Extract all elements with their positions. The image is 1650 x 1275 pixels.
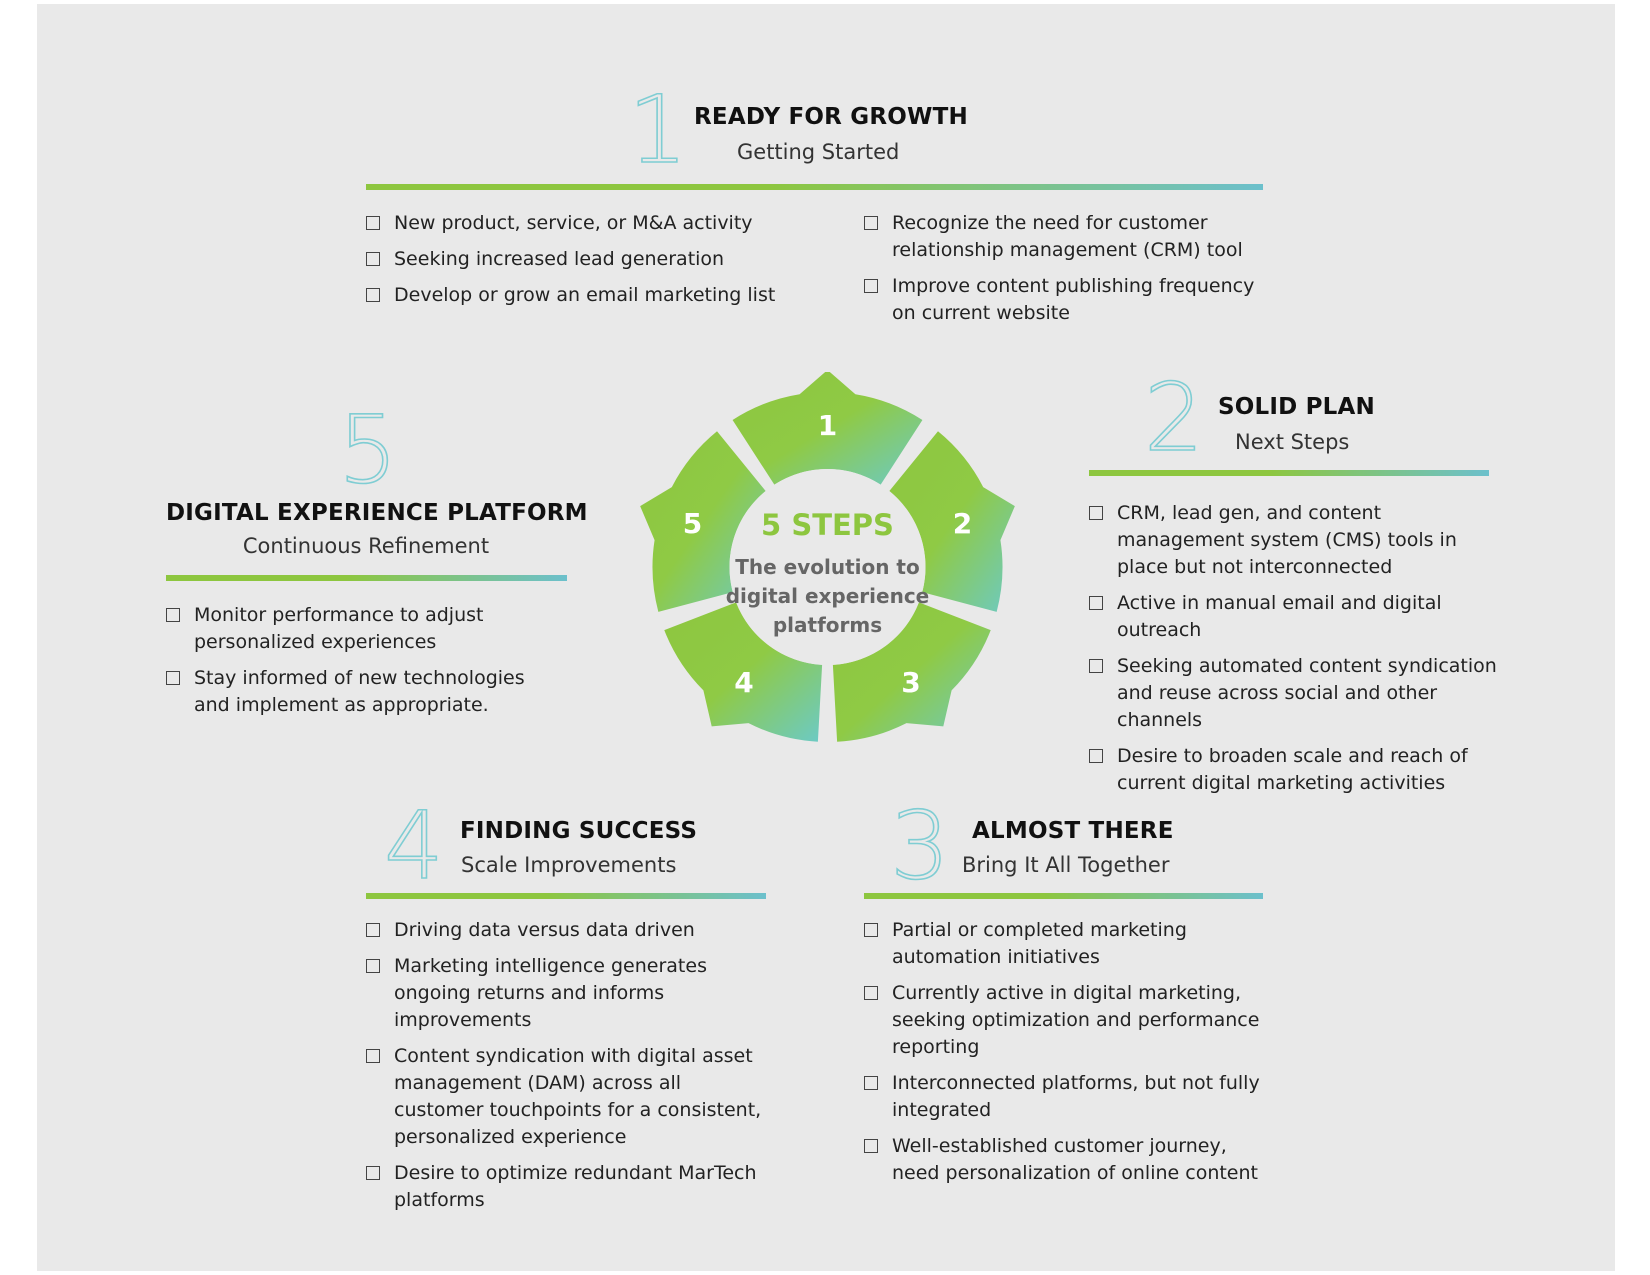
step-3-title: ALMOST THERE bbox=[972, 818, 1174, 844]
wheel-segment-label-5: 5 bbox=[683, 507, 702, 540]
wheel-caption-line-3: platforms bbox=[773, 613, 882, 637]
checklist-item: Well-established customer journey, need … bbox=[864, 1133, 1274, 1187]
wheel-segment-3 bbox=[832, 602, 991, 742]
checklist-item: Monitor performance to adjust personaliz… bbox=[166, 602, 526, 656]
step-1-list-right: Recognize the need for customer relation… bbox=[864, 210, 1284, 336]
step-5-number: 5 bbox=[337, 396, 398, 505]
step-5-title: DIGITAL EXPERIENCE PLATFORM bbox=[166, 500, 588, 526]
checkbox-icon bbox=[366, 288, 380, 302]
step-4-subtitle: Scale Improvements bbox=[461, 853, 677, 877]
step-1-subtitle: Getting Started bbox=[737, 140, 900, 164]
checklist-item: Interconnected platforms, but not fully … bbox=[864, 1070, 1274, 1124]
checklist-item: Recognize the need for customer relation… bbox=[864, 210, 1284, 264]
step-4-title: FINDING SUCCESS bbox=[460, 818, 698, 844]
checklist-item: Desire to broaden scale and reach of cur… bbox=[1089, 743, 1509, 797]
checklist-item: New product, service, or M&A activity bbox=[366, 210, 816, 237]
checkbox-icon bbox=[864, 216, 878, 230]
checkbox-icon bbox=[366, 959, 380, 973]
step-1-list-left: New product, service, or M&A activity Se… bbox=[366, 210, 816, 318]
step-2-divider bbox=[1089, 470, 1489, 476]
step-1-number: 1 bbox=[627, 76, 688, 185]
step-5-list: Monitor performance to adjust personaliz… bbox=[166, 602, 526, 728]
checkbox-icon bbox=[366, 1049, 380, 1063]
wheel-segment-4 bbox=[664, 602, 823, 742]
wheel-segment-label-3: 3 bbox=[901, 666, 920, 699]
checklist-item: Partial or completed marketing automatio… bbox=[864, 917, 1274, 971]
checklist-item: Improve content publishing frequency on … bbox=[864, 273, 1284, 327]
step-2-subtitle: Next Steps bbox=[1235, 430, 1350, 454]
checklist-item: Active in manual email and digital outre… bbox=[1089, 590, 1509, 644]
checkbox-icon bbox=[1089, 506, 1103, 520]
checkbox-icon bbox=[1089, 749, 1103, 763]
wheel-title: 5 STEPS bbox=[761, 508, 894, 542]
wheel-segments bbox=[640, 372, 1015, 742]
steps-wheel: 1 2 3 4 5 5 STEPS The evolution to digital e… bbox=[640, 372, 1015, 747]
step-1-divider bbox=[366, 184, 1263, 190]
checkbox-icon bbox=[366, 923, 380, 937]
checkbox-icon bbox=[864, 923, 878, 937]
wheel-segment-label-4: 4 bbox=[734, 666, 753, 699]
step-5-divider bbox=[166, 575, 567, 581]
checkbox-icon bbox=[864, 1076, 878, 1090]
checklist-item: Content syndication with digital asset m… bbox=[366, 1043, 771, 1151]
step-3-number: 3 bbox=[889, 792, 950, 901]
step-2-number: 2 bbox=[1143, 364, 1204, 473]
checklist-item: Develop or grow an email marketing list bbox=[366, 282, 816, 309]
step-2-list: CRM, lead gen, and content management sy… bbox=[1089, 500, 1509, 806]
step-2-title: SOLID PLAN bbox=[1218, 394, 1375, 420]
checklist-item: Desire to optimize redundant MarTech pla… bbox=[366, 1160, 771, 1214]
checkbox-icon bbox=[366, 1166, 380, 1180]
step-5-subtitle: Continuous Refinement bbox=[242, 534, 490, 558]
checklist-item: Marketing intelligence generates ongoing… bbox=[366, 953, 771, 1034]
step-1-title: READY FOR GROWTH bbox=[694, 104, 968, 130]
step-4-divider bbox=[366, 893, 766, 899]
step-4-list: Driving data versus data driven Marketin… bbox=[366, 917, 771, 1223]
wheel-segment-label-2: 2 bbox=[953, 507, 972, 540]
checkbox-icon bbox=[1089, 659, 1103, 673]
checkbox-icon bbox=[366, 252, 380, 266]
checklist-item: Seeking automated content syndication an… bbox=[1089, 653, 1509, 734]
checkbox-icon bbox=[864, 1139, 878, 1153]
checkbox-icon bbox=[1089, 596, 1103, 610]
wheel-caption-line-2: digital experience bbox=[726, 584, 930, 608]
step-3-list: Partial or completed marketing automatio… bbox=[864, 917, 1274, 1196]
wheel-segment-1 bbox=[732, 372, 923, 485]
wheel-hub bbox=[729, 469, 926, 665]
wheel-segment-label-1: 1 bbox=[818, 409, 837, 442]
checklist-item: Stay informed of new technologies and im… bbox=[166, 665, 526, 719]
checkbox-icon bbox=[166, 608, 180, 622]
checklist-item: Seeking increased lead generation bbox=[366, 246, 816, 273]
wheel-segment-5 bbox=[640, 431, 766, 612]
checklist-item: Currently active in digital marketing, s… bbox=[864, 980, 1274, 1061]
wheel-caption-line-1: The evolution to bbox=[735, 555, 920, 579]
checkbox-icon bbox=[166, 671, 180, 685]
step-3-subtitle: Bring It All Together bbox=[962, 853, 1170, 877]
step-4-number: 4 bbox=[383, 792, 444, 901]
step-3-divider bbox=[864, 893, 1263, 899]
steps-wheel-graphic: 1 2 3 4 5 5 STEPS The evolution to digital e… bbox=[640, 372, 1015, 742]
checkbox-icon bbox=[366, 216, 380, 230]
checkbox-icon bbox=[864, 279, 878, 293]
wheel-segment-2 bbox=[889, 431, 1015, 612]
checklist-item: CRM, lead gen, and content management sy… bbox=[1089, 500, 1509, 581]
checklist-item: Driving data versus data driven bbox=[366, 917, 771, 944]
checkbox-icon bbox=[864, 986, 878, 1000]
